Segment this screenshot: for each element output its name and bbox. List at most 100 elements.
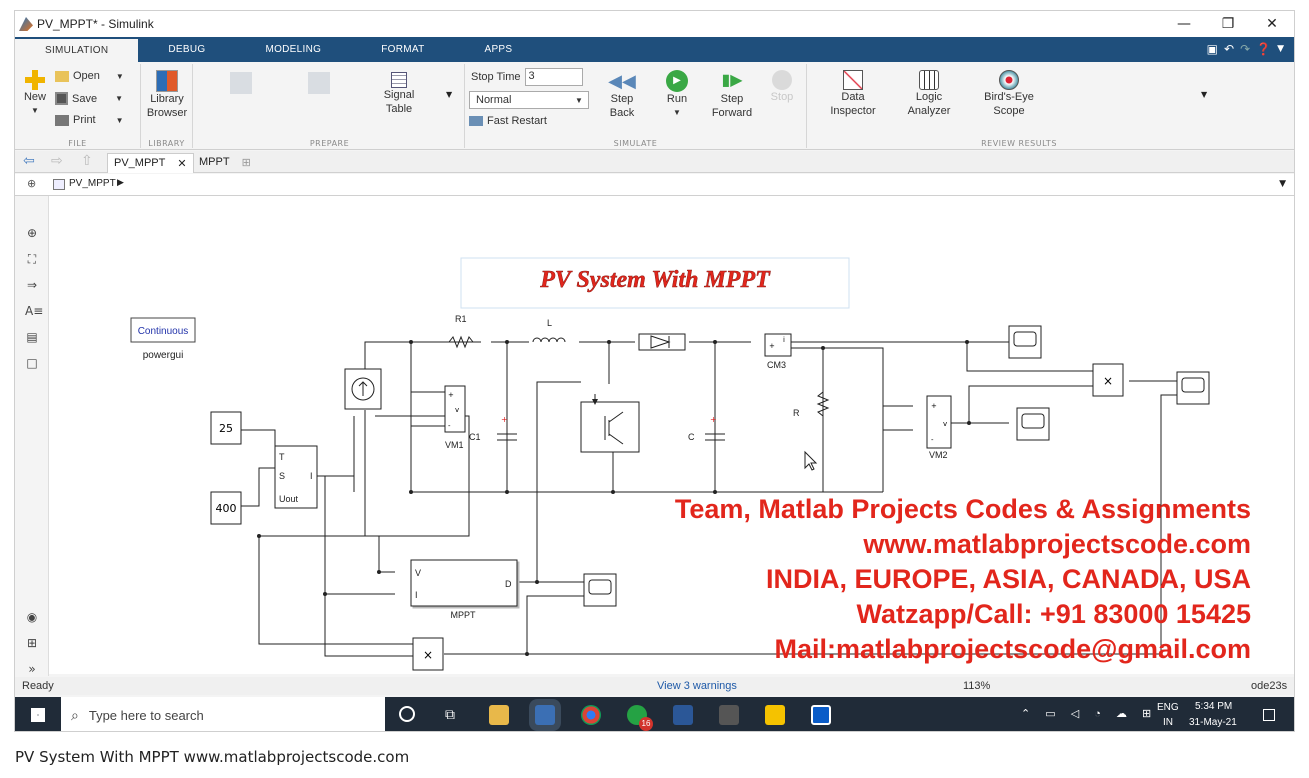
scope-current[interactable] (1008, 325, 1042, 359)
run-button[interactable]: ▶ Run ▼ (660, 70, 694, 120)
open-button[interactable]: Open ▼ (55, 70, 124, 82)
solver-name[interactable]: ode23s (1251, 680, 1288, 692)
pv-array-subsystem[interactable]: T S Uout I (274, 445, 318, 509)
tab-mppt[interactable]: MPPT ⊞ (193, 153, 257, 173)
add-viewer-button[interactable] (221, 72, 261, 94)
new-button[interactable]: New ▼ (21, 70, 49, 118)
mppt-subsystem[interactable]: V I D (410, 559, 518, 607)
pv-current-source[interactable] (344, 368, 382, 410)
model-browser-icon[interactable]: ⊞ (26, 636, 38, 650)
tab-apps[interactable]: APPS (484, 44, 513, 55)
zoom-icon[interactable]: ⊕ (26, 226, 38, 240)
resistor-r[interactable] (816, 391, 830, 417)
save-button[interactable]: Save ▼ (55, 92, 123, 105)
fit-to-view-icon[interactable]: ⛶ (27, 252, 37, 266)
add-generator-button[interactable] (299, 72, 339, 94)
close-button[interactable]: ✕ (1266, 16, 1278, 32)
restore-button[interactable]: ❐ (1221, 16, 1235, 32)
igbt-switch[interactable] (580, 394, 640, 453)
save-label: Save (72, 92, 98, 105)
tab-modeling[interactable]: MODELING (265, 44, 322, 55)
product-block-power[interactable]: × (412, 637, 444, 671)
chevron-down-icon[interactable]: ▼ (1201, 90, 1208, 99)
chevron-down-icon[interactable]: ▼ (1277, 44, 1284, 54)
inductor-l[interactable] (532, 337, 566, 343)
step-forward-button[interactable]: ▮▶ Step Forward (711, 70, 753, 120)
sticky-notes-icon[interactable] (765, 705, 785, 725)
file-explorer-icon[interactable] (489, 705, 509, 725)
logic-analyzer-label-1: Logic (915, 91, 943, 103)
tab-pv-mppt[interactable]: PV_MPPT ✕ (107, 153, 194, 173)
simulation-mode-select[interactable]: Normal ▼ (469, 91, 589, 109)
clock-date[interactable]: 31-May-21 (1189, 717, 1237, 728)
help-icon[interactable]: ❓ (1256, 42, 1272, 56)
cortana-icon[interactable] (399, 706, 415, 722)
fast-restart-button[interactable]: Fast Restart (469, 115, 547, 127)
logic-analyzer-button[interactable]: Logic Analyzer (899, 70, 959, 118)
signal-table-button[interactable]: Signal Table (379, 72, 419, 116)
voltage-measurement-vm1[interactable]: +v- (444, 385, 466, 433)
label-mppt: MPPT (450, 610, 476, 620)
warnings-link[interactable]: View 3 warnings (657, 680, 737, 692)
up-arrow-icon[interactable]: ⇧ (81, 153, 93, 169)
matlab-taskbar-icon[interactable] (535, 705, 555, 725)
annotation-icon[interactable]: A≡ (25, 304, 44, 318)
diode-block[interactable] (638, 333, 686, 351)
capacitor-c[interactable]: + (705, 415, 725, 446)
data-inspector-button[interactable]: Data Inspector (823, 70, 883, 118)
area-icon[interactable]: □ (26, 356, 38, 370)
tab-simulation[interactable]: SIMULATION (15, 39, 139, 62)
windows-start-icon[interactable] (31, 708, 45, 722)
language-line-1[interactable]: ENG (1157, 702, 1179, 713)
scope-voltage[interactable] (1016, 407, 1050, 441)
voltage-measurement-vm2[interactable]: +v- (926, 395, 952, 449)
current-measurement-cm3[interactable]: +i (764, 333, 792, 357)
save-icon[interactable]: ▣ (1206, 42, 1218, 56)
undo-icon[interactable]: ↶ (1224, 42, 1235, 56)
constant-irradiance[interactable]: 400 (210, 491, 242, 525)
forward-arrow-icon[interactable]: ⇨ (51, 153, 63, 169)
close-icon[interactable]: ✕ (177, 158, 187, 170)
taskbar-search[interactable]: ⌕ Type here to search (61, 697, 385, 731)
step-back-button[interactable]: ◀◀ Step Back (605, 70, 639, 120)
stop-button[interactable]: Stop (765, 70, 799, 104)
scope-duty[interactable] (583, 573, 617, 607)
tab-debug[interactable]: DEBUG (168, 44, 206, 55)
capacitor-c1[interactable]: + (497, 415, 517, 446)
resistor-r1[interactable] (448, 335, 474, 349)
tab-format[interactable]: FORMAT (381, 44, 425, 55)
media-player-icon[interactable] (719, 705, 739, 725)
app-icon[interactable] (811, 705, 831, 725)
pin-icon[interactable]: ⊞ (241, 157, 251, 169)
notification-icon[interactable] (1263, 709, 1275, 721)
label-l: L (547, 318, 552, 328)
tray-icons[interactable]: ⌃ ▭ ◁ ◔ ☁ ⊞ (1021, 708, 1158, 720)
chevron-down-icon[interactable]: ▼ (446, 90, 453, 99)
task-view-icon[interactable]: ⧉ (445, 706, 455, 722)
chrome-icon[interactable] (581, 705, 601, 725)
language-line-2[interactable]: IN (1163, 717, 1173, 728)
birds-eye-scope-button[interactable]: Bird's-Eye Scope (975, 70, 1043, 118)
library-browser-button[interactable]: Library Browser (141, 70, 193, 120)
hide-browser-icon[interactable]: ⊕ (27, 177, 37, 190)
model-canvas[interactable]: PV System With MPPT Continuous powergui (49, 196, 1294, 674)
image-icon[interactable]: ▤ (26, 330, 38, 344)
minimize-button[interactable]: — (1177, 16, 1191, 32)
chevron-down-icon[interactable]: ▼ (1279, 179, 1286, 189)
scope-power[interactable] (1176, 371, 1210, 405)
printer-icon (55, 114, 69, 126)
constant-temperature[interactable]: 25 (210, 411, 242, 445)
breadcrumb[interactable]: PV_MPPT (69, 178, 116, 189)
camera-icon[interactable]: ◉ (26, 610, 38, 624)
arrow-icon[interactable]: ⇒ (26, 278, 38, 292)
product-block-output[interactable]: × (1092, 363, 1124, 397)
word-icon[interactable] (673, 705, 693, 725)
back-arrow-icon[interactable]: ⇦ (23, 153, 35, 169)
quick-access-toolbar: ▣ ↶ ↷ ❓ ▼ (1207, 39, 1284, 59)
clock-time[interactable]: 5:34 PM (1195, 701, 1233, 712)
powergui-block[interactable] (130, 317, 196, 343)
expand-icon[interactable]: » (28, 662, 36, 676)
stop-time-input[interactable]: 3 (524, 68, 583, 86)
print-button[interactable]: Print ▼ (55, 114, 124, 126)
redo-icon[interactable]: ↷ (1240, 42, 1251, 56)
